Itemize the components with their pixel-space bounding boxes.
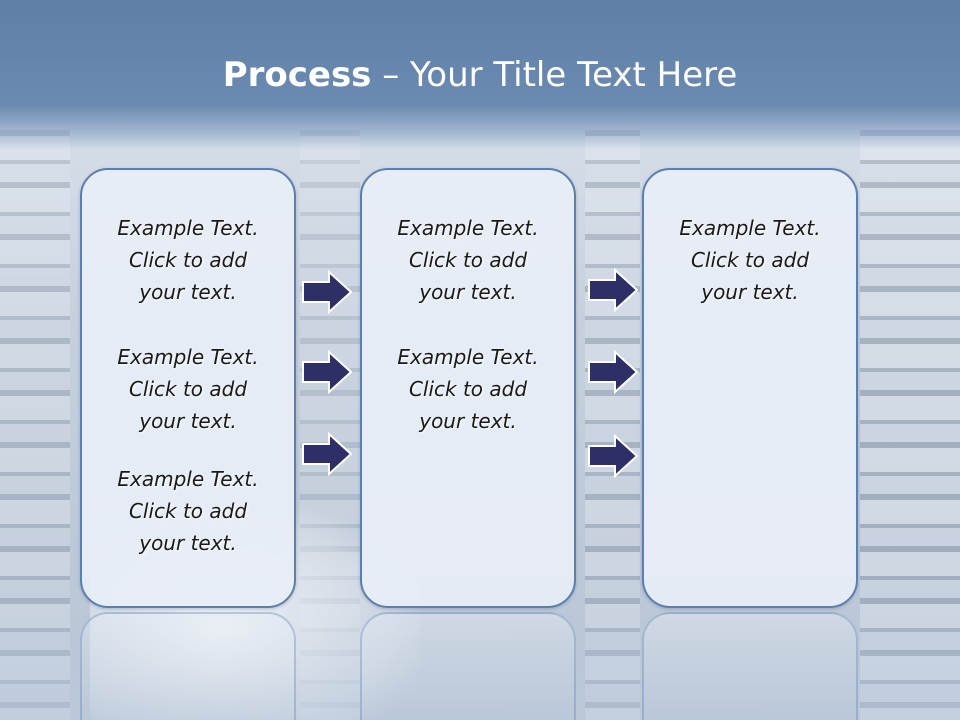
text-line: Click to add xyxy=(690,248,810,272)
text-line: Example Text. xyxy=(117,345,259,369)
box-reflection xyxy=(360,612,576,720)
box-reflection xyxy=(642,612,858,720)
text-line: your text. xyxy=(139,531,237,555)
text-placeholder[interactable]: Example Text. Click to add your text. xyxy=(82,341,294,437)
right-arrow-icon[interactable] xyxy=(588,268,638,312)
text-line: your text. xyxy=(139,409,237,433)
slide-title[interactable]: Process – Your Title Text Here xyxy=(0,52,960,98)
title-keyword: Process xyxy=(222,55,372,95)
right-arrow-icon[interactable] xyxy=(302,350,352,394)
box-reflection xyxy=(80,612,296,720)
text-line: your text. xyxy=(419,280,517,304)
text-placeholder[interactable]: Example Text. Click to add your text. xyxy=(362,341,574,437)
text-placeholder[interactable]: Example Text. Click to add your text. xyxy=(82,212,294,308)
title-band xyxy=(0,0,960,150)
text-placeholder[interactable]: Example Text. Click to add your text. xyxy=(362,212,574,308)
right-arrow-icon[interactable] xyxy=(588,350,638,394)
right-arrow-icon[interactable] xyxy=(302,270,352,314)
text-line: Example Text. xyxy=(117,216,259,240)
text-placeholder[interactable]: Example Text. Click to add your text. xyxy=(644,212,856,308)
text-line: Click to add xyxy=(408,248,528,272)
text-line: Example Text. xyxy=(117,467,259,491)
text-line: your text. xyxy=(701,280,799,304)
text-placeholder[interactable]: Example Text. Click to add your text. xyxy=(82,463,294,559)
process-box-2[interactable]: Example Text. Click to add your text. Ex… xyxy=(360,168,576,608)
text-line: your text. xyxy=(139,280,237,304)
text-line: Click to add xyxy=(408,377,528,401)
right-arrow-icon[interactable] xyxy=(302,432,352,476)
text-line: Example Text. xyxy=(397,216,539,240)
text-line: Example Text. xyxy=(397,345,539,369)
text-line: your text. xyxy=(419,409,517,433)
text-line: Click to add xyxy=(128,248,248,272)
title-text: – Your Title Text Here xyxy=(371,55,738,95)
process-box-3[interactable]: Example Text. Click to add your text. xyxy=(642,168,858,608)
text-line: Example Text. xyxy=(679,216,821,240)
text-line: Click to add xyxy=(128,377,248,401)
text-line: Click to add xyxy=(128,499,248,523)
process-box-1[interactable]: Example Text. Click to add your text. Ex… xyxy=(80,168,296,608)
right-arrow-icon[interactable] xyxy=(588,434,638,478)
